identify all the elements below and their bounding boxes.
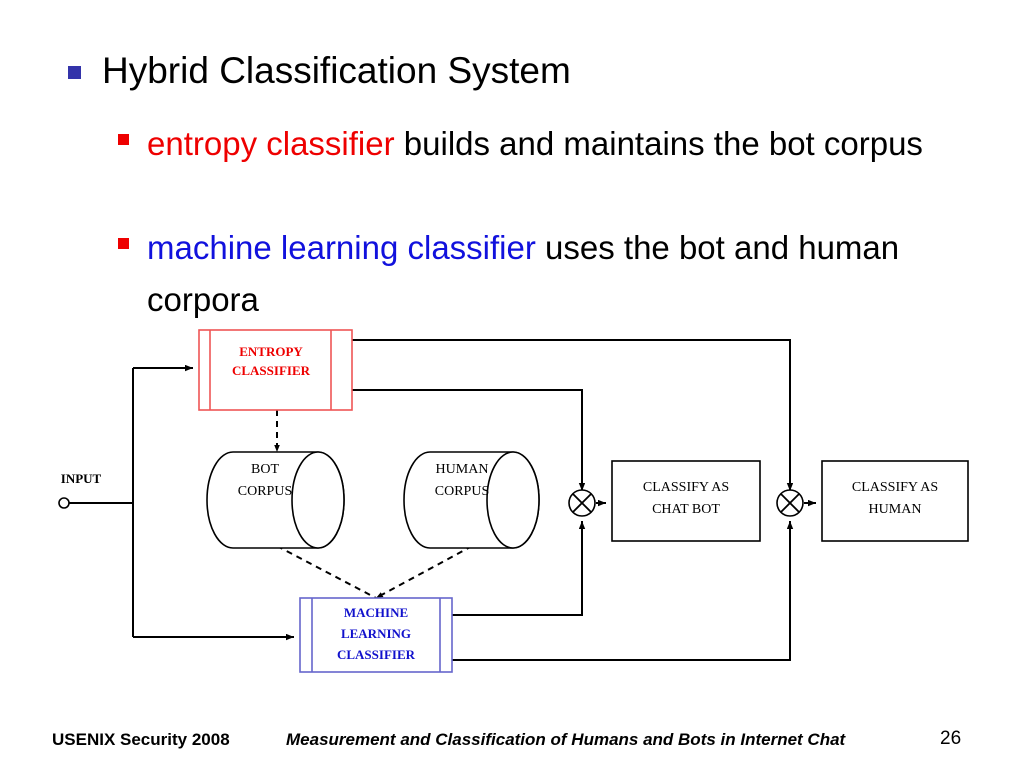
entropy-classifier-label-line1: ENTROPY xyxy=(239,344,303,359)
bullet-marker-square-blue xyxy=(68,66,81,79)
wire-entropy-to-human-junction xyxy=(352,339,794,491)
bullet-level2-ml: machine learning classifier uses the bot… xyxy=(118,222,998,326)
human-corpus-label-line2: CORPUS xyxy=(435,484,489,499)
input-label: INPUT xyxy=(61,471,102,486)
bullet-level2-entropy-rest: builds and maintains the bot corpus xyxy=(394,125,923,162)
bullet-marker-square-red xyxy=(118,238,129,249)
classify-chat-bot-label-line1: CLASSIFY AS xyxy=(643,480,729,495)
keyword-entropy-classifier: entropy classifier xyxy=(147,125,395,162)
wire-ml-to-human-junction xyxy=(452,521,794,661)
bot-decision-junction xyxy=(568,489,596,517)
bullet-level2-entropy: entropy classifier builds and maintains … xyxy=(118,118,998,170)
entropy-classifier-label-line2: CLASSIFIER xyxy=(232,363,311,378)
bot-corpus-label-line2: CORPUS xyxy=(238,484,292,499)
classify-as-chat-bot-block[interactable]: CLASSIFY AS CHAT BOT xyxy=(611,460,761,542)
input-terminal-dot xyxy=(58,497,70,509)
wire-ml-to-bot-junction xyxy=(452,521,586,616)
footer-paper-title: Measurement and Classification of Humans… xyxy=(286,730,846,749)
bullet-level2-entropy-text: entropy classifier builds and maintains … xyxy=(147,118,923,170)
system-architecture-diagram: ENTROPY CLASSIFIER BOT CORPUS HUMAN CORP… xyxy=(0,310,1024,700)
ml-classifier-label-line2: LEARNING xyxy=(341,626,411,641)
bot-corpus-store[interactable]: BOT CORPUS xyxy=(206,451,345,549)
slide-title-text: Hybrid Classification System xyxy=(102,50,571,91)
classify-human-label-line2: HUMAN xyxy=(869,502,922,517)
footer-page-number: 26 xyxy=(940,728,962,749)
bullet-marker-square-red xyxy=(118,134,129,145)
classify-human-label-line1: CLASSIFY AS xyxy=(852,480,938,495)
classify-chat-bot-label-line2: CHAT BOT xyxy=(652,502,720,517)
human-corpus-label-line1: HUMAN xyxy=(436,462,489,477)
classify-as-human-block[interactable]: CLASSIFY AS HUMAN xyxy=(821,460,969,542)
wire-bot-corpus-to-ml xyxy=(276,545,377,599)
ml-classifier-label-line3: CLASSIFIER xyxy=(337,647,416,662)
footer-conference: USENIX Security 2008 xyxy=(52,730,230,749)
bot-corpus-label-line1: BOT xyxy=(251,462,279,477)
wire-human-corpus-to-ml xyxy=(375,545,473,599)
machine-learning-classifier-block[interactable]: MACHINE LEARNING CLASSIFIER xyxy=(299,597,453,673)
human-decision-junction xyxy=(776,489,804,517)
bullet-level1: Hybrid Classification System xyxy=(68,48,571,93)
human-corpus-store[interactable]: HUMAN CORPUS xyxy=(403,451,540,549)
bullet-level2-ml-rest: uses the bot and human corpora xyxy=(147,229,900,318)
wire-entropy-to-bot-junction xyxy=(352,389,586,491)
keyword-machine-learning-classifier: machine learning classifier xyxy=(147,229,536,266)
slide-footer: USENIX Security 2008 Measurement and Cla… xyxy=(0,716,1024,768)
bullet-level2-ml-text: machine learning classifier uses the bot… xyxy=(147,222,977,326)
ml-classifier-label-line1: MACHINE xyxy=(344,605,408,620)
entropy-classifier-block[interactable]: ENTROPY CLASSIFIER xyxy=(198,329,353,411)
